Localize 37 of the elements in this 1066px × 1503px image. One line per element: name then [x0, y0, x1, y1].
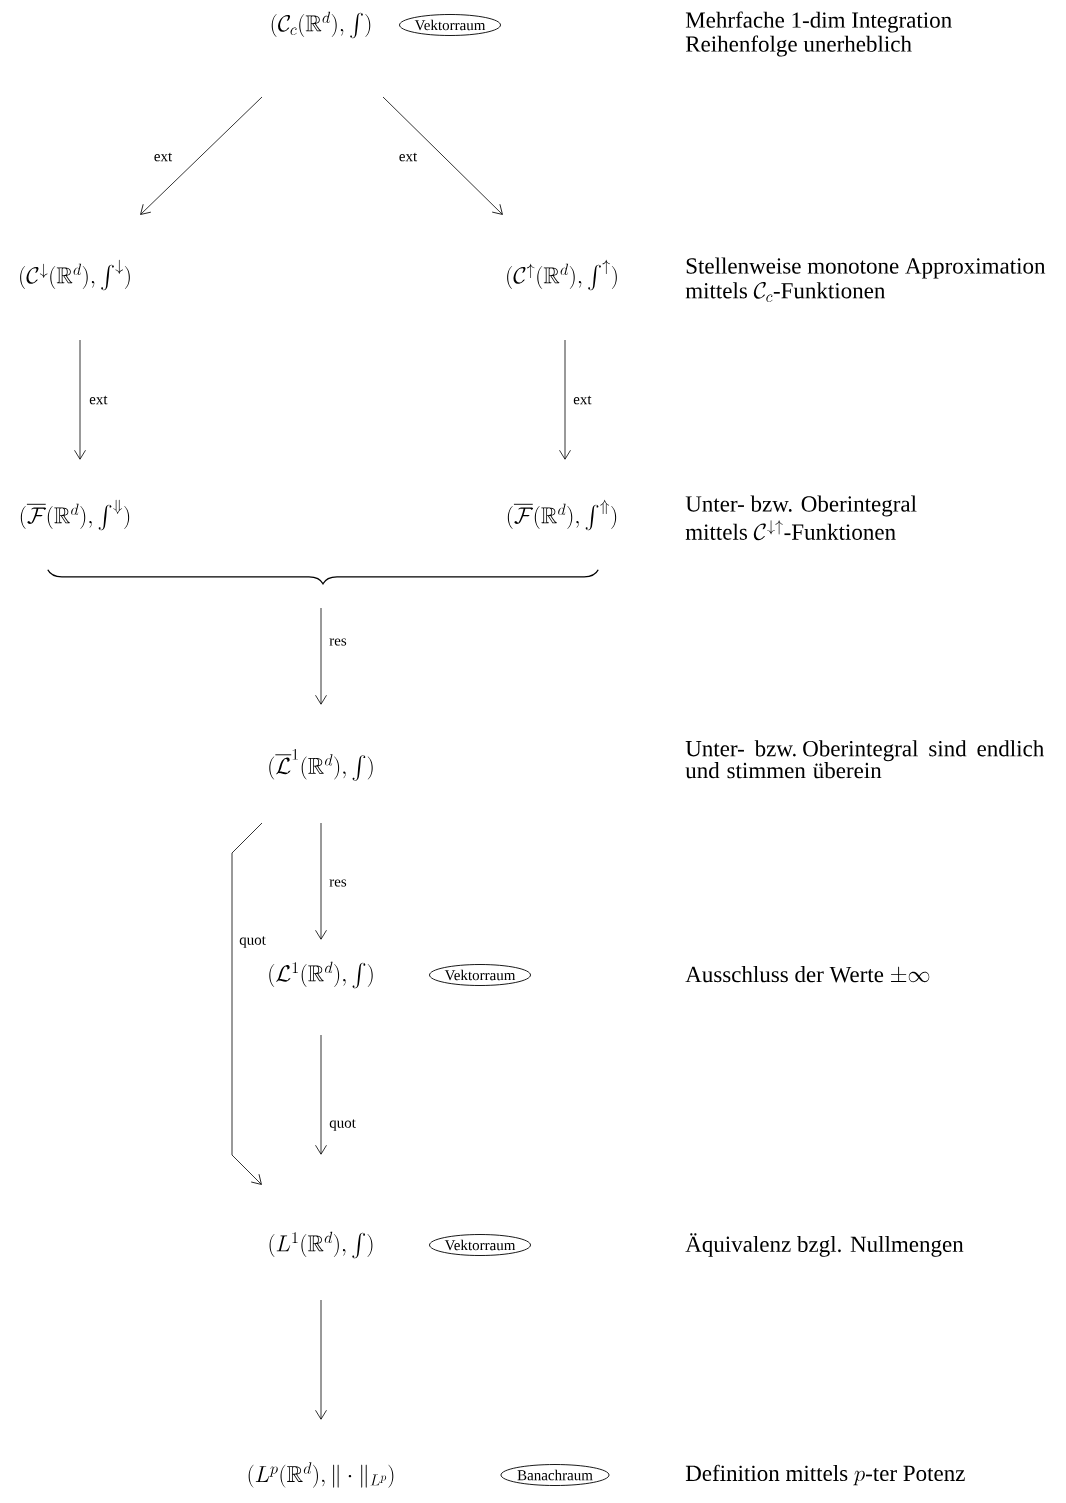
description-text: Stellenweise monotone Approximation — [686, 257, 1046, 279]
arrow — [559, 339, 571, 460]
space-formula: $(\mathcal{L}^1(\mathbb{R}^d), \int)$ — [269, 961, 373, 989]
space-formula: $(L^1(\mathbb{R}^d), \int)$ — [269, 1231, 373, 1259]
description-text: $\text{Ausschluss der Werte }{\pm}\infty$ — [685, 966, 930, 983]
edge-label: res — [328, 637, 348, 647]
description-text: Reihenfolge unerheblich — [685, 35, 912, 57]
arrow — [382, 96, 503, 215]
space-formula: $(\mathcal{C}^{\uparrow}(\mathbb{R}^d), \int^{\uparrow})$ — [507, 259, 617, 291]
space-formula: $(\overline{\mathcal{L}}^1(\mathbb{R}^d), \int)$ — [269, 748, 373, 781]
edge-label: ext — [572, 394, 593, 406]
description-text: Unter- bzw. Oberintegral sind endlich und stimmen überein — [685, 740, 1044, 779]
edge-label: ext — [397, 151, 419, 163]
brace — [47, 569, 599, 585]
arrow — [140, 96, 263, 215]
edge-label: ext — [152, 151, 174, 163]
space-formula: $(L^p(\mathbb{R}^d), \|\cdot\|_{L^p})$ — [248, 1462, 394, 1488]
description-text: $\text{Definition mittels }p\text{-ter Potenz}$ — [685, 1464, 965, 1486]
space-formula: $(\overline{\mathcal{F}}(\mathbb{R}^d), \int^{\Downarrow})$ — [20, 499, 130, 531]
arrow — [315, 607, 327, 705]
edge-label: ext — [88, 394, 109, 406]
arrow — [231, 822, 263, 1185]
space-formula: $(\mathcal{C}_c(\mathbb{R}^d), \int)$ — [271, 11, 371, 39]
arrow — [315, 1299, 327, 1420]
arrow — [315, 822, 327, 940]
arrow — [74, 339, 86, 460]
space-formula: $(\overline{\mathcal{F}}(\mathbb{R}^d), \int^{\Uparrow})$ — [507, 499, 617, 531]
space-formula: $(\mathcal{C}^{\downarrow}(\mathbb{R}^d), \int^{\downarrow})$ — [20, 259, 130, 291]
description-text: Äquivalenz bzgl. Nullmengen — [685, 1233, 964, 1257]
edge-label: quot — [328, 1118, 357, 1132]
edge-label: res — [328, 878, 348, 888]
edge-label: quot — [238, 935, 267, 949]
arrow — [315, 1034, 327, 1155]
description-text: Unter- bzw. Oberintegral — [685, 495, 917, 517]
description-text: $\text{mittels }\mathcal{C}^{\downarrow\uparrow}\text{-Funktionen}$ — [685, 520, 896, 541]
description-text: Mehrfache 1-dim Integration — [685, 11, 952, 33]
description-text: $\text{mittels }\mathcal{C}_c\text{-Funktionen}$ — [685, 282, 886, 302]
